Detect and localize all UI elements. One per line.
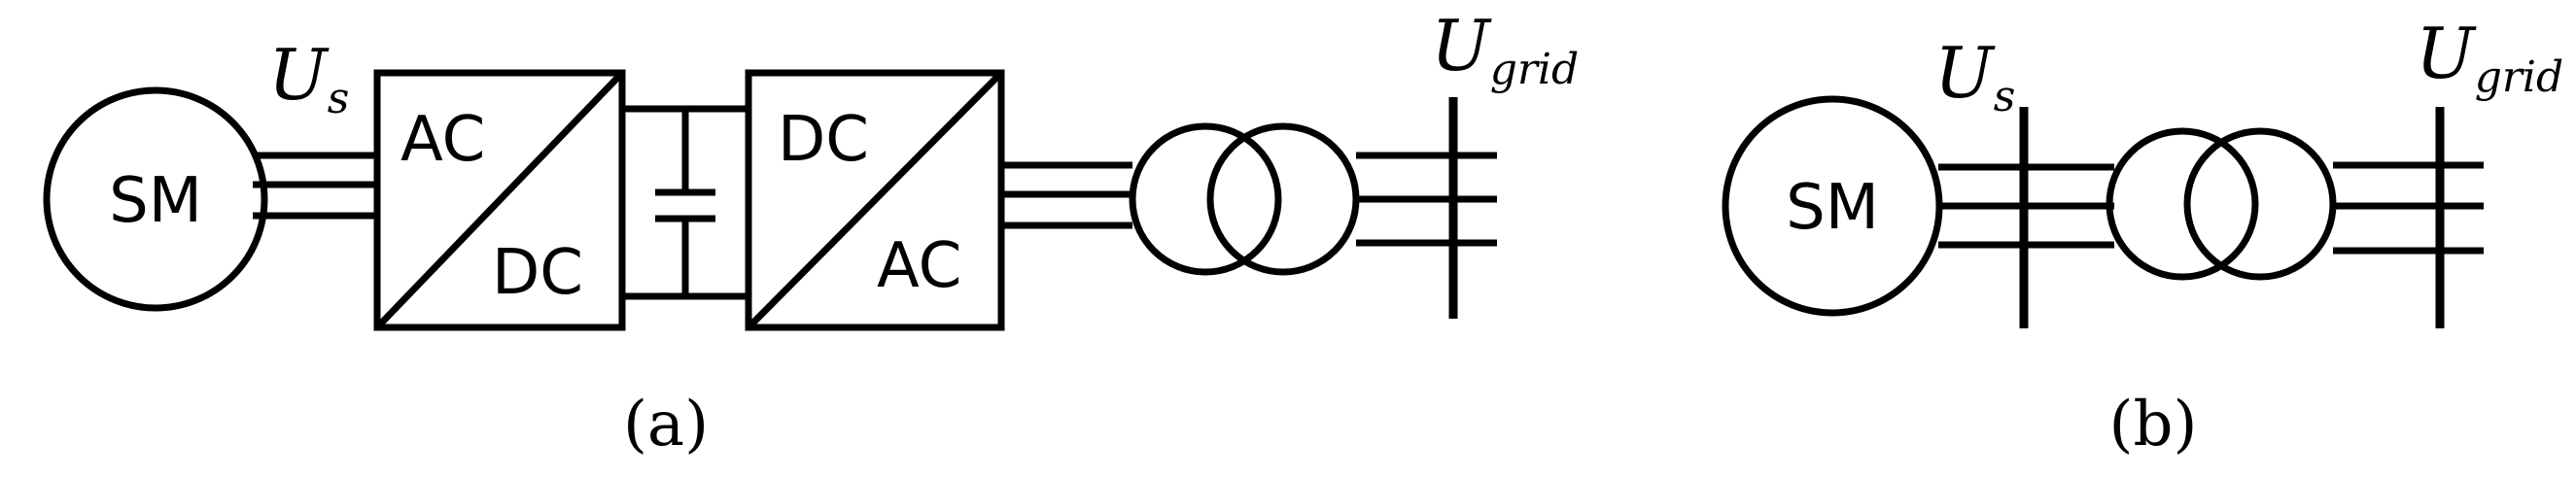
stator-voltage-label-a: Us	[268, 34, 349, 123]
machine-label-a: SM	[109, 165, 202, 237]
three-phase-lines-inverter-transformer	[1001, 161, 1132, 229]
stator-voltage-label-b: Us	[1934, 32, 2015, 121]
grid-voltage-label-b: Ugrid	[2416, 13, 2563, 102]
rectifier-block: AC DC	[373, 69, 626, 331]
panel-b: SM Us Ugrid (b)	[1722, 13, 2563, 461]
transformer-b	[2106, 127, 2337, 281]
synchronous-machine-a	[43, 86, 268, 312]
three-phase-lines-machine-rectifier	[253, 152, 377, 220]
dc-link-capacitor	[622, 105, 748, 300]
inverter-block: DC AC	[745, 69, 1005, 331]
grid-voltage-label-a: Ugrid	[1431, 5, 1579, 94]
caption-a: (a)	[623, 389, 709, 461]
rectifier-top-label: AC	[400, 104, 485, 176]
panel-a: SM Us AC DC	[43, 5, 1579, 461]
rectifier-bottom-label: DC	[492, 237, 583, 309]
machine-label-b: SM	[1786, 172, 1879, 244]
caption-b: (b)	[2109, 389, 2198, 461]
inverter-bottom-label: AC	[877, 230, 961, 302]
three-phase-lines-transformer-grid-b	[2333, 161, 2484, 255]
three-phase-lines-transformer-grid-a	[1356, 152, 1497, 247]
inverter-top-label: DC	[778, 104, 869, 176]
transformer-a	[1129, 122, 1360, 276]
